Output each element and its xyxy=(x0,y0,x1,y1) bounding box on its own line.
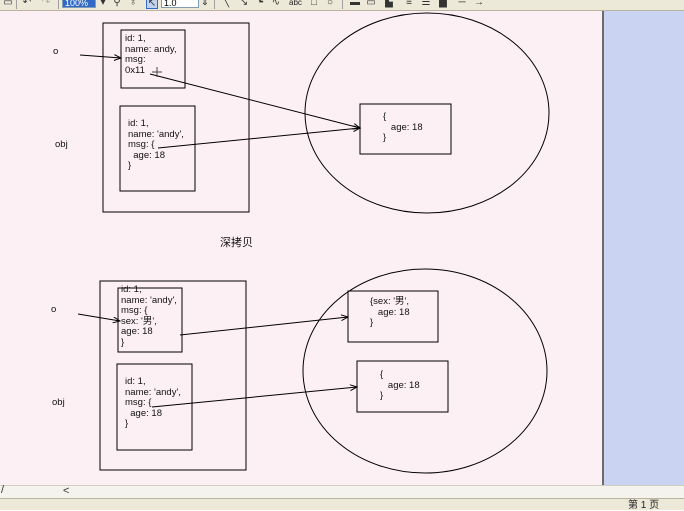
scroll-fragment: / xyxy=(1,484,5,496)
redo-icon[interactable]: ↷ xyxy=(41,0,51,8)
ellipse-tool-icon[interactable]: ○ xyxy=(326,0,334,8)
line-width-field[interactable]: 1.0 xyxy=(161,0,199,8)
connector-tool-icon[interactable]: ┗ xyxy=(256,0,264,8)
heap-object-2-text: { age: 18 } xyxy=(380,369,420,402)
toolbar-separator xyxy=(342,0,343,9)
stack-frame-box[interactable] xyxy=(102,22,250,213)
undo-icon[interactable]: ↶ xyxy=(22,0,32,8)
text-tool-button[interactable]: abc xyxy=(289,0,302,7)
obj-msg-pointer-arrow-deep[interactable] xyxy=(151,387,357,408)
arrow-tool-icon[interactable]: ↘ xyxy=(239,0,249,8)
magnifier-icon[interactable]: ⚲ xyxy=(113,0,121,8)
toolbar-separator xyxy=(58,0,59,9)
heap-ellipse-deep[interactable] xyxy=(302,268,548,474)
o-object-text: id: 1, name: andy, msg: 0x11 xyxy=(125,33,177,76)
dash-style-icon[interactable]: ☰ xyxy=(421,0,431,8)
msg-pointer-arrow[interactable] xyxy=(149,73,360,128)
diagram-shapes xyxy=(77,12,550,474)
msg-pointer-arrow-deep[interactable] xyxy=(179,317,348,336)
curve-tool-icon[interactable]: ∿ xyxy=(271,0,281,8)
line-end-icon[interactable]: ─ xyxy=(458,0,466,8)
heap-ellipse[interactable] xyxy=(304,12,550,214)
line-width-spinner-icon[interactable]: ⇕ xyxy=(200,0,210,8)
font-color-icon[interactable]: ▙ xyxy=(385,0,393,8)
heap-object-1-text: {sex: '男', age: 18 } xyxy=(370,296,410,329)
var-obj-label-deep: obj xyxy=(52,397,65,408)
deep-copy-caption: 深拷贝 xyxy=(220,237,253,249)
arrow-style-icon[interactable]: → xyxy=(474,0,484,8)
side-pane xyxy=(604,11,684,485)
o-object-text-deep: id: 1, name: 'andy', msg: { sex: '男', ag… xyxy=(121,284,177,348)
select-pointer-icon[interactable]: ↖ xyxy=(146,0,158,9)
obj-object-box-deep[interactable] xyxy=(116,363,193,451)
drawing-toolbar: ▭ ↶ ↷ 100% ▾ ⚲ ♁ ↖ 1.0 ⇕ ╲ ↘ ┗ ∿ abc □ ○… xyxy=(0,0,684,11)
fill-color-icon[interactable]: ▭ xyxy=(366,0,376,8)
rectangle-tool-icon[interactable]: □ xyxy=(310,0,318,8)
line-style-icon[interactable]: ≡ xyxy=(406,0,412,8)
lightbulb-icon[interactable]: ♁ xyxy=(129,0,137,8)
page-border xyxy=(602,11,604,485)
page-indicator: 第 1 页 xyxy=(628,500,660,511)
zoom-field[interactable]: 100% xyxy=(62,0,96,8)
shadow-icon[interactable]: ▇ xyxy=(439,0,447,8)
o-reference-arrow[interactable] xyxy=(79,55,121,58)
toolbar-separator xyxy=(16,0,17,9)
zoom-dropdown-icon[interactable]: ▾ xyxy=(100,0,106,8)
var-o-label-deep: o xyxy=(51,304,57,315)
move-cursor-icon xyxy=(152,67,162,77)
o-reference-arrow-deep[interactable] xyxy=(77,313,120,321)
horizontal-scrollbar[interactable]: / < xyxy=(0,484,684,499)
line-tool-icon[interactable]: ╲ xyxy=(222,0,230,8)
var-obj-label: obj xyxy=(55,139,68,150)
obj-object-text: id: 1, name: 'andy', msg: { age: 18 } xyxy=(128,118,184,172)
line-color-icon[interactable]: ▬ xyxy=(350,0,360,8)
stack-frame-box-deep[interactable] xyxy=(99,280,247,471)
obj-msg-pointer-arrow[interactable] xyxy=(157,128,360,149)
heap-object-text: { age: 18 } xyxy=(383,111,423,144)
obj-object-box[interactable] xyxy=(119,105,196,192)
scroll-left-button[interactable]: < xyxy=(63,485,70,497)
save-icon[interactable]: ▭ xyxy=(3,0,13,8)
obj-object-text-deep: id: 1, name: 'andy', msg: { age: 18 } xyxy=(125,376,181,430)
status-bar: 第 1 页 xyxy=(0,498,684,511)
var-o-label: o xyxy=(53,46,59,57)
toolbar-separator xyxy=(214,0,215,9)
